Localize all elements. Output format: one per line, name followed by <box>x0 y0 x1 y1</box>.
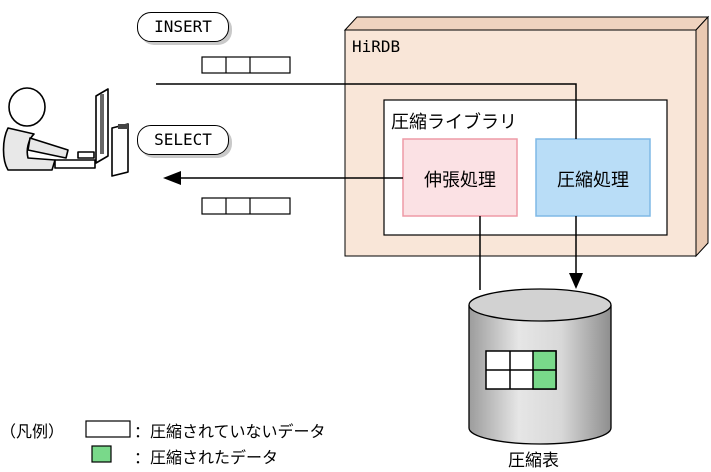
expand-process-box <box>402 138 518 217</box>
compressed-table-grid <box>485 350 557 390</box>
uncompressed-data-insert <box>201 56 291 74</box>
hirdb-label: HiRDB <box>352 37 401 56</box>
compress-process-box <box>535 138 651 217</box>
compressed-table-label: 圧縮表 <box>508 451 559 471</box>
compress-process-label: 圧縮処理 <box>557 170 629 191</box>
insert-flow-line <box>156 83 577 139</box>
compression-library-title: 圧縮ライブラリ <box>391 112 517 133</box>
compress-to-table-arrowhead <box>569 273 583 289</box>
legend-uncompressed-text: ：圧縮されていないデータ <box>134 422 326 441</box>
select-arrowhead <box>163 171 181 185</box>
uncompressed-data-select <box>201 197 291 215</box>
legend-prefix: （凡例） <box>0 422 65 441</box>
expand-process-label: 伸張処理 <box>424 170 496 191</box>
select-operation-label: SELECT <box>137 125 229 155</box>
user-workstation-icon <box>2 87 129 177</box>
insert-operation-label: INSERT <box>137 12 229 42</box>
legend-compressed-text: ：圧縮されたデータ <box>134 448 279 467</box>
legend-uncompressed-symbol <box>85 420 131 438</box>
legend-compressed-symbol <box>91 445 112 463</box>
